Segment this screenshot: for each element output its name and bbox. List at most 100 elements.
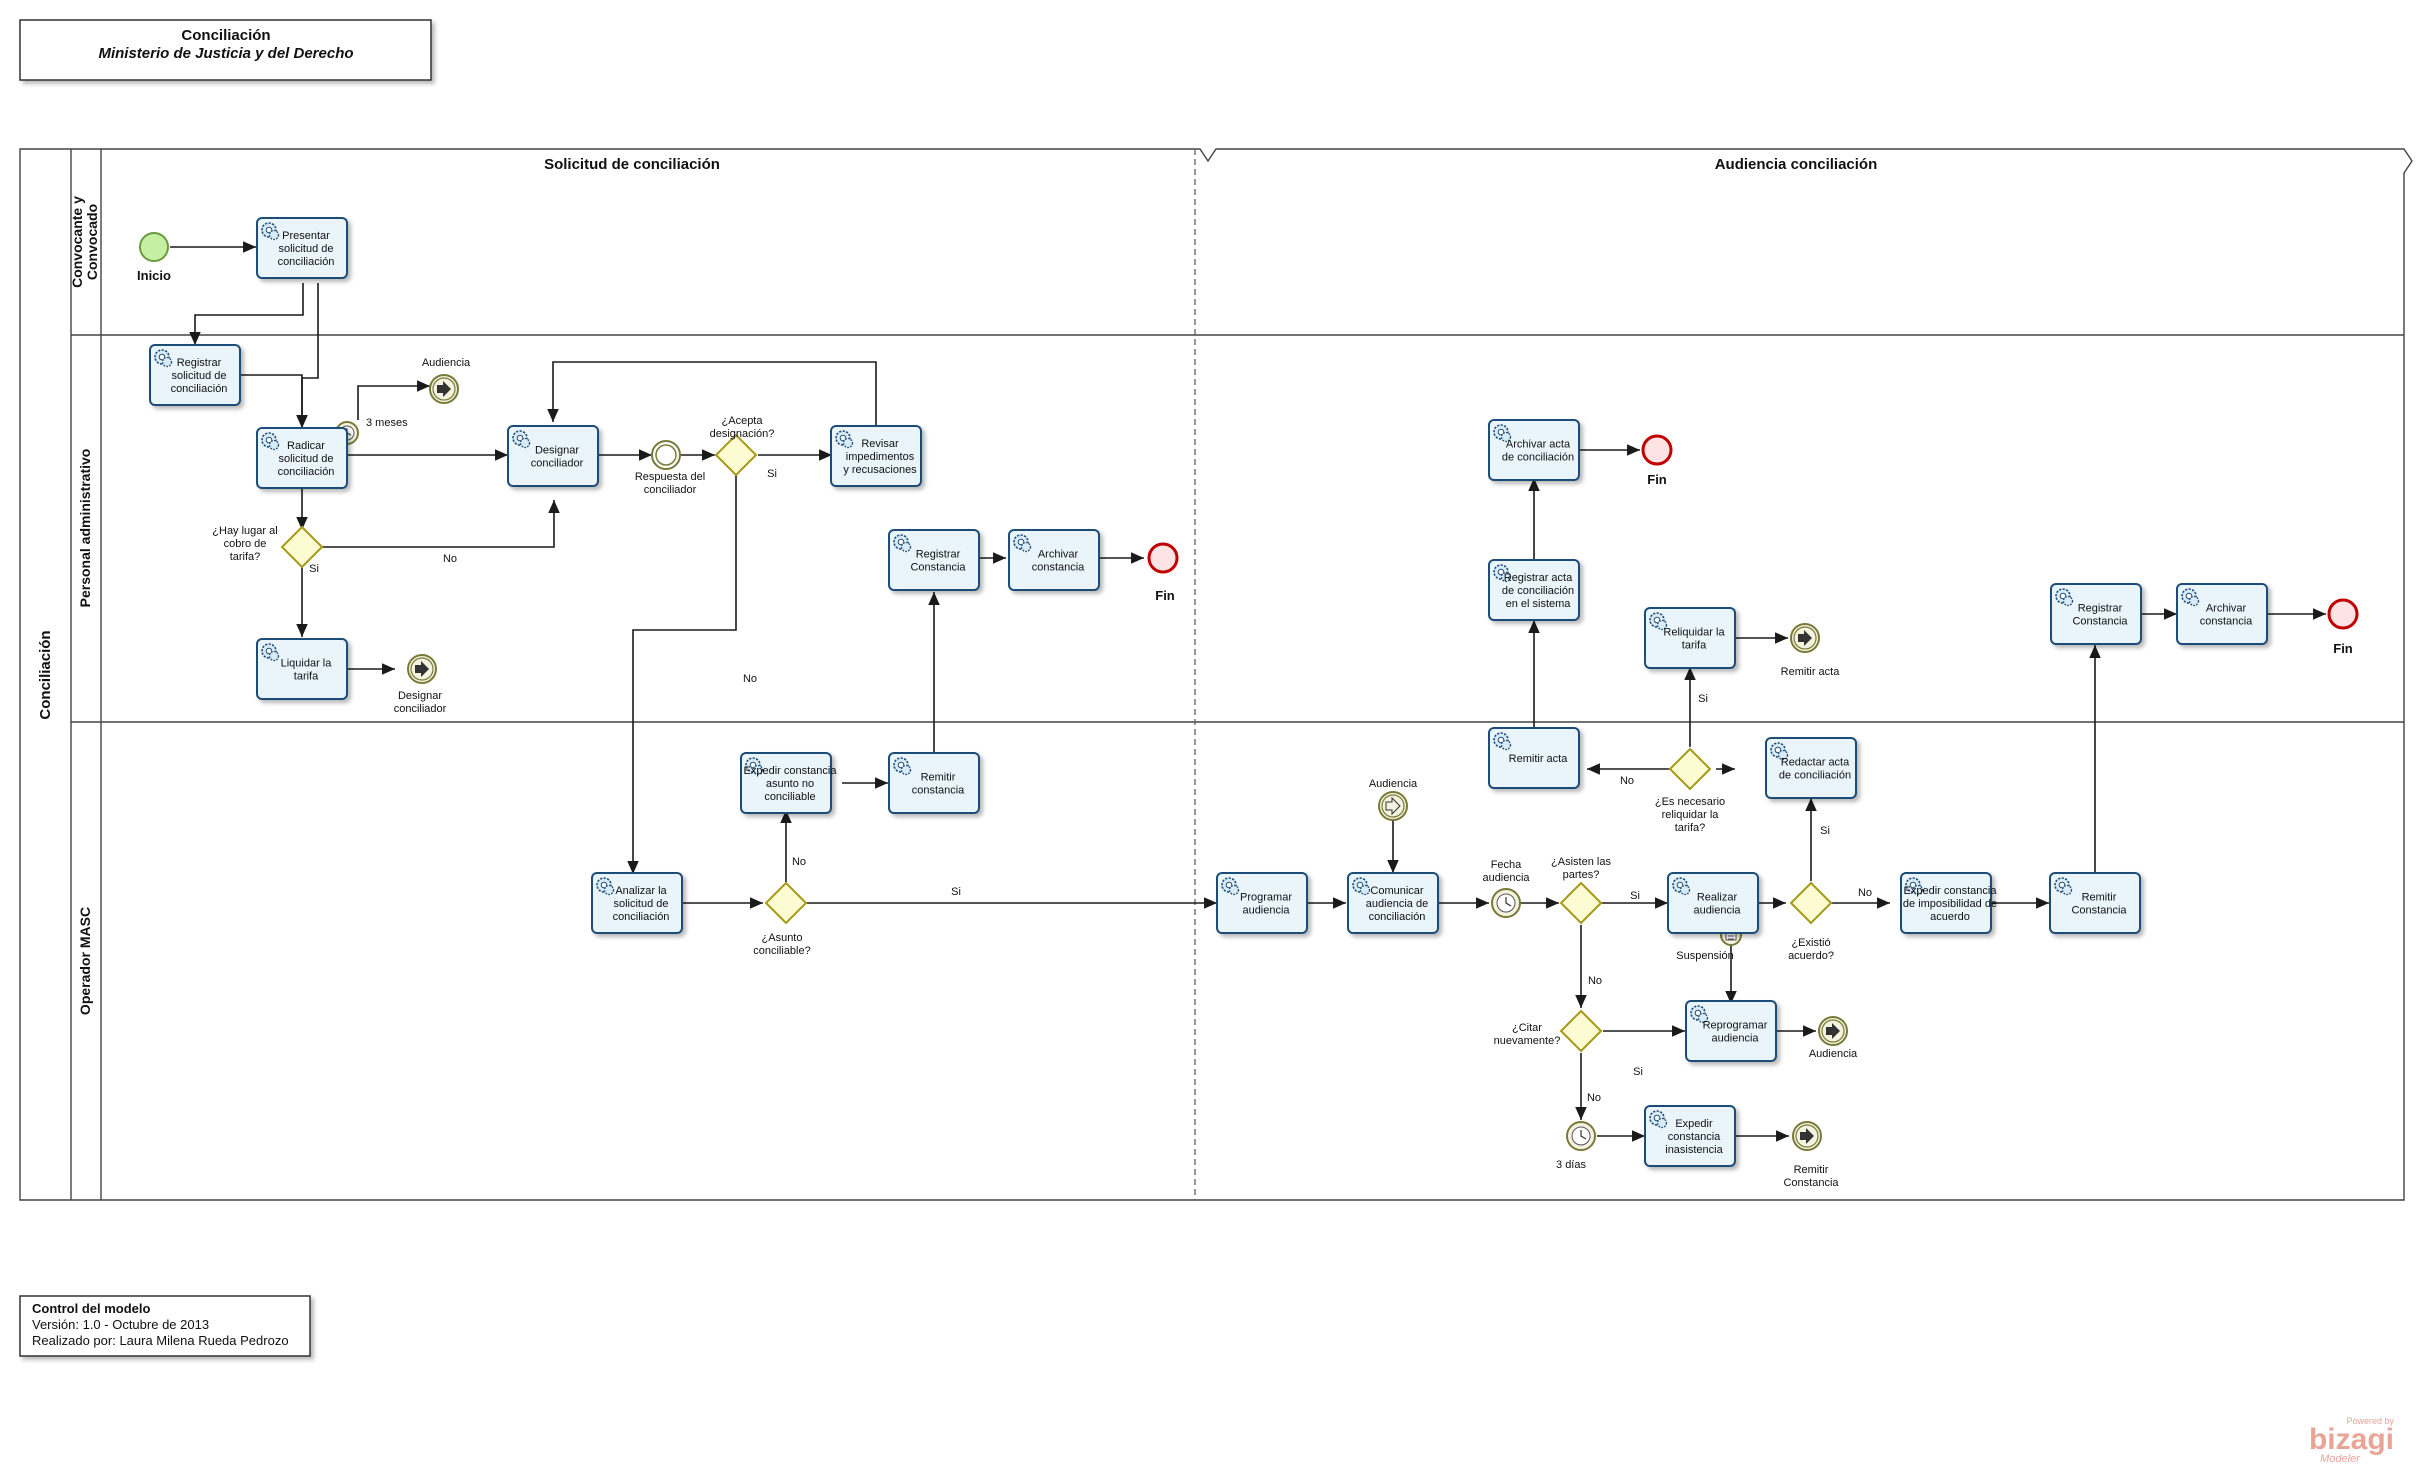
gateway-reliquidar[interactable] — [1668, 747, 1712, 791]
label-fl-si-asunto: Si — [951, 886, 961, 898]
link-throw-remitir-constancia[interactable] — [1792, 1121, 1822, 1151]
task-remitir-acta[interactable]: Remitir acta — [1488, 727, 1580, 789]
gateway-tarifa[interactable] — [280, 525, 324, 569]
service-gear-icon — [1352, 877, 1371, 896]
end-event-fin-3[interactable] — [2327, 598, 2359, 630]
flow-label: Si — [1630, 890, 1640, 902]
sequence-flows — [170, 241, 2326, 1142]
label-e-inicio: Inicio — [137, 268, 171, 283]
task-label-line: de conciliación — [1502, 452, 1574, 464]
service-gear-icon — [1770, 742, 1789, 761]
event-label-line: conciliador — [644, 484, 697, 496]
service-gear-icon — [154, 349, 173, 368]
intermediate-respuesta-conciliador[interactable] — [651, 440, 681, 470]
gateway-citar[interactable] — [1559, 1009, 1603, 1053]
timer-fecha-audiencia[interactable] — [1491, 888, 1521, 918]
task-label-line: Archivar acta — [1506, 439, 1571, 451]
gateway-acuerdo[interactable] — [1789, 881, 1833, 925]
timer-3-dias[interactable] — [1566, 1121, 1596, 1151]
label-fl-no-asisten: No — [1588, 975, 1602, 987]
task-label-line: constancia — [2200, 616, 2253, 628]
service-gear-icon — [1493, 424, 1512, 443]
gateway-label-line: reliquidar la — [1662, 809, 1720, 821]
gateway-acepta[interactable] — [714, 433, 758, 477]
service-gear-icon — [512, 430, 531, 449]
gateway-asisten[interactable] — [1559, 881, 1603, 925]
service-gear-icon — [1672, 877, 1691, 896]
label-fl-no-acuerdo: No — [1858, 887, 1872, 899]
task-label-line: acuerdo — [1930, 911, 1970, 923]
gateway-label-line: nuevamente? — [1494, 1035, 1561, 1047]
diagram-subtitle: Ministerio de Justicia y del Derecho — [98, 45, 353, 62]
diagram-header: Conciliación Ministerio de Justicia y de… — [19, 19, 432, 81]
label-e-3meses: 3 meses — [366, 417, 408, 429]
flow-label: No — [1620, 775, 1634, 787]
task-label-line: impedimentos — [846, 451, 915, 463]
watermark-brand: bizagi — [2309, 1423, 2394, 1456]
gateway-asunto[interactable] — [764, 881, 808, 925]
service-gear-icon — [1493, 564, 1512, 583]
link-throw-audiencia-2[interactable] — [1818, 1016, 1848, 1046]
task-label-line: Redactar acta — [1781, 757, 1850, 769]
start-event-inicio[interactable] — [139, 232, 169, 262]
gateway-label-line: ¿Asisten las — [1551, 856, 1611, 868]
task-label-line: conciliable — [764, 791, 815, 803]
label-fl-no-asunto: No — [792, 856, 806, 868]
task-label-line: audiencia — [1242, 905, 1290, 917]
service-gear-icon — [596, 877, 615, 896]
watermark-powered: Powered by — [2346, 1416, 2394, 1426]
task-label-line: de conciliación — [1502, 585, 1574, 597]
task-label-line: solicitud de — [613, 898, 668, 910]
task-label-line: conciliación — [278, 466, 335, 478]
watermark-product: Modeler — [2320, 1453, 2361, 1465]
link-catch-audiencia[interactable] — [1378, 791, 1408, 821]
link-throw-remitir-acta[interactable] — [1790, 623, 1820, 653]
service-gear-icon — [2181, 588, 2200, 607]
event-label-line: Inicio — [137, 268, 171, 283]
label-fl-si-asisten: Si — [1630, 890, 1640, 902]
pool: Conciliación Convocante y Convocado Pers… — [19, 148, 2413, 1201]
label-e-fin3: Fin — [2333, 641, 2353, 656]
end-event-fin-1[interactable] — [1147, 542, 1179, 574]
flow-label: No — [792, 856, 806, 868]
diagram-title: Conciliación — [181, 27, 270, 44]
service-gear-icon — [261, 432, 280, 451]
link-throw-audiencia[interactable] — [429, 374, 459, 404]
task-label-line: Expedir constancia — [1904, 885, 1998, 897]
gateway-label-line: ¿Citar — [1512, 1022, 1542, 1034]
label-fl-si-acepta: Si — [767, 468, 777, 480]
service-gear-icon — [893, 757, 912, 776]
event-label-line: Designar — [398, 690, 442, 702]
label-e-catch-aud: Audiencia — [1369, 778, 1418, 790]
link-throw-designar-conciliador[interactable] — [407, 654, 437, 684]
end-event-fin-2[interactable] — [1641, 434, 1673, 466]
